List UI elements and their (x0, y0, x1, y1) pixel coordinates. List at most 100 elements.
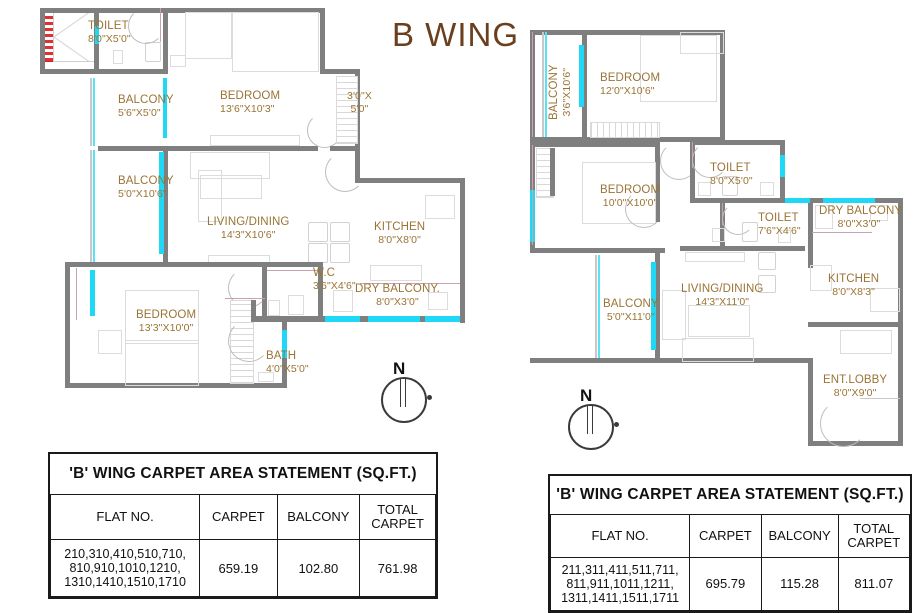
counter-furniture (370, 265, 422, 281)
dry-balcony-glazing (325, 316, 360, 322)
compass-needle (587, 406, 593, 434)
page-title: B WING (392, 16, 519, 53)
wall (530, 137, 588, 142)
counter-line (360, 283, 460, 284)
room-label-kitchen: KITCHEN 8'0"X8'3" (828, 273, 880, 298)
counter-furniture (810, 265, 832, 291)
compass-north-label: N (393, 359, 406, 378)
compass-ring (381, 377, 427, 423)
partition-line (267, 270, 317, 271)
dining-chair (330, 243, 350, 263)
fixture (170, 55, 186, 67)
sofa-furniture (190, 152, 270, 179)
wall (65, 318, 70, 388)
right-unit-floor-plan: BALCONY 3'6"X10'6" BEDROOM 12'0"X10'6" T… (520, 0, 920, 450)
wall (98, 146, 318, 151)
fixture (268, 300, 280, 316)
wall (251, 300, 256, 322)
wall (262, 267, 267, 319)
compass-needle (400, 379, 406, 407)
wall (530, 248, 665, 253)
wall (355, 150, 360, 183)
wall (262, 316, 330, 322)
wall (251, 316, 287, 322)
bed-furniture (125, 340, 199, 386)
room-label-balcony-2: BALCONY 5'0"X10'6" (118, 175, 174, 200)
fixture (815, 205, 833, 229)
room-label-kitchen: KITCHEN 8'0"X8'0" (374, 221, 426, 246)
cell-carpet: 659.19 (199, 539, 278, 597)
cell-balcony: 102.80 (276, 539, 361, 597)
wall (320, 8, 325, 74)
bed-furniture (680, 32, 724, 54)
wall (163, 146, 168, 264)
hob-furniture (425, 195, 455, 219)
wall (530, 30, 725, 35)
fixture (760, 182, 774, 196)
col-header-balcony: BALCONY (760, 513, 839, 558)
cell-flat-numbers: 210,310,410,510,710, 810,910,1010,1210, … (49, 539, 201, 597)
balcony-rail-glass (93, 78, 95, 146)
table-row: 211,311,411,511,711, 811,911,1011,1211, … (549, 556, 911, 612)
fixture (722, 176, 738, 196)
sofa-furniture (662, 290, 686, 340)
dry-balcony-glazing (785, 198, 810, 203)
room-label-living-dining: LIVING/DINING 14'3"X11'0" (681, 283, 764, 308)
wall (530, 142, 660, 147)
tv-unit-furniture (685, 252, 745, 262)
balcony-rail-glass (93, 150, 95, 265)
wall (40, 8, 45, 74)
window-line (76, 268, 77, 320)
bed-furniture (640, 35, 717, 102)
door-swing-arc (820, 400, 867, 447)
col-header-balcony: BALCONY (276, 493, 361, 541)
wall (65, 262, 93, 267)
cell-total-carpet: 761.98 (359, 539, 436, 597)
sofa-furniture (840, 330, 892, 354)
wall (320, 69, 360, 74)
wall (530, 358, 810, 363)
door-swing-arc (625, 190, 663, 228)
sofa-furniture (682, 338, 754, 362)
cell-carpet: 695.79 (689, 556, 762, 612)
compass-north-left: N (381, 359, 432, 425)
balcony-rail (90, 78, 92, 146)
col-header-total-carpet: TOTAL CARPET (837, 513, 911, 558)
door-swing-arc (307, 113, 342, 148)
col-header-carpet: CARPET (689, 513, 762, 558)
fixture (113, 50, 123, 64)
wall (720, 30, 725, 142)
stair-hatch (590, 122, 660, 138)
compass-north-right: N (568, 386, 619, 452)
room-label-toilet-1: TOILET 8'0"X5'0" (710, 162, 753, 187)
dry-balcony-glazing (425, 316, 460, 322)
fixture (698, 182, 711, 196)
col-header-flat-no: FLAT NO. (49, 493, 201, 541)
cell-total-carpet: 811.07 (837, 556, 911, 612)
balcony-glazing (579, 45, 584, 107)
door-swing-arc (325, 152, 365, 192)
fixture (778, 230, 791, 243)
table-title: 'B' WING CARPET AREA STATEMENT (SQ.FT.) (50, 454, 436, 495)
fixture (712, 228, 725, 242)
door-line (860, 398, 900, 399)
door-swing-arc (722, 203, 754, 235)
room-label-balcony-1: BALCONY 3'6"X10'6" (548, 64, 573, 120)
wall (690, 140, 785, 145)
compass-ring (568, 404, 614, 450)
wall (808, 322, 903, 327)
wall (898, 198, 903, 338)
compass-tick (427, 395, 432, 400)
furniture (210, 135, 300, 146)
stair-hatch (336, 76, 358, 144)
left-carpet-area-table: 'B' WING CARPET AREA STATEMENT (SQ.FT.) … (48, 452, 438, 599)
col-header-total-carpet: TOTAL CARPET (359, 493, 436, 541)
balcony-rail (542, 32, 544, 137)
window-glazing (90, 270, 95, 316)
wall (582, 30, 587, 142)
wall (898, 338, 903, 446)
dining-chair (758, 275, 776, 293)
dry-balcony-glazing (823, 198, 875, 203)
fixture (288, 295, 304, 315)
room-label-niche: 3'0"X 5'0" (347, 90, 372, 115)
